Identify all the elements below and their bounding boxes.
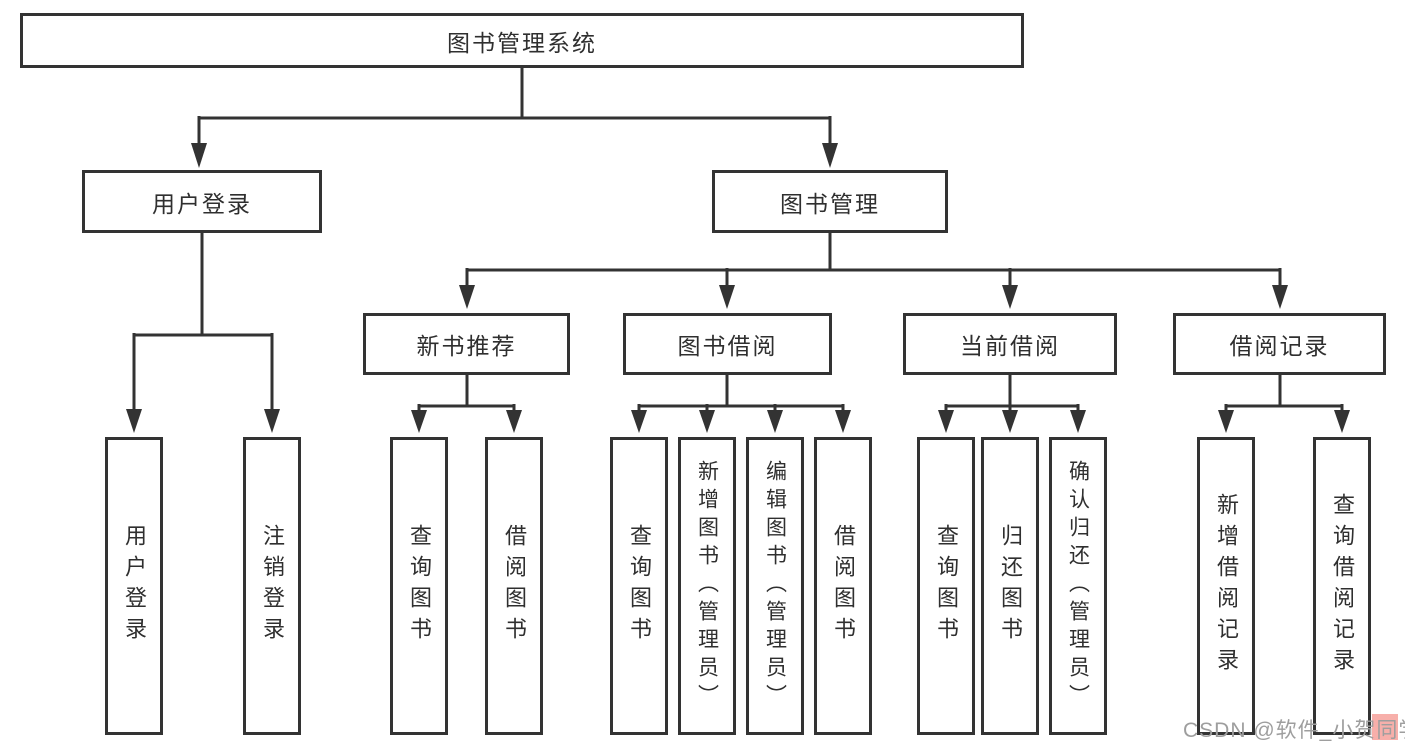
leaf-logout: 注销登录 [243,437,301,735]
node-borrow-records: 借阅记录 [1173,313,1386,375]
leaf-query-borrow-record: 查询借阅记录 [1313,437,1371,735]
leaf-return-books: 归还图书 [981,437,1039,735]
node-library-system: 图书管理系统 [20,13,1024,68]
leaf-label: 查询图书 [407,524,432,648]
leaf-label: 借阅图书 [831,524,856,648]
leaf-label: 归还图书 [998,524,1023,648]
connector-root-to-level2 [191,68,838,168]
node-new-book-recommend: 新书推荐 [363,313,570,375]
leaf-label: 用户登录 [122,524,147,648]
leaf-label: 确认归还（管理员） [1066,460,1090,712]
node-label: 图书借阅 [677,333,778,359]
leaf-user-login: 用户登录 [105,437,163,735]
leaf-edit-book-admin: 编辑图书（管理员） [746,437,804,735]
leaf-confirm-return-admin: 确认归还（管理员） [1049,437,1107,735]
node-label: 借阅记录 [1229,333,1330,359]
watermark: CSDN @软件_小贺同学 [1183,719,1405,742]
connector-borrow-to-leaves [631,375,851,433]
connector-mgmt-to-level3 [459,233,1288,309]
leaf-label: 新增图书（管理员） [695,460,719,712]
leaf-query-books-recommend: 查询图书 [390,437,448,735]
leaf-borrow-books: 借阅图书 [814,437,872,735]
leaf-label: 注销登录 [260,524,285,648]
node-label: 用户登录 [152,190,252,217]
leaf-query-books-borrow: 查询图书 [610,437,668,735]
leaf-borrow-books-recommend: 借阅图书 [485,437,543,735]
watermark-accent-block [1372,714,1398,740]
leaf-label: 查询图书 [627,524,652,648]
leaf-label: 新增借阅记录 [1214,493,1239,679]
connector-login-to-leaves [126,233,280,433]
leaf-query-books-current: 查询图书 [917,437,975,735]
node-book-borrow: 图书借阅 [623,313,832,375]
leaf-label: 查询借阅记录 [1330,493,1355,679]
node-current-borrow: 当前借阅 [903,313,1117,375]
node-label: 图书管理系统 [447,29,597,56]
node-label: 新书推荐 [416,333,517,359]
leaf-add-book-admin: 新增图书（管理员） [678,437,736,735]
node-label: 图书管理 [780,190,880,217]
node-user-login: 用户登录 [82,170,322,233]
leaf-label: 编辑图书（管理员） [763,460,787,712]
connector-current-to-leaves [938,375,1086,433]
leaf-label: 查询图书 [934,524,959,648]
leaf-add-borrow-record: 新增借阅记录 [1197,437,1255,735]
node-book-management: 图书管理 [712,170,948,233]
connector-records-to-leaves [1218,375,1350,433]
connector-recommend-to-leaves [411,375,522,433]
node-label: 当前借阅 [960,333,1060,359]
leaf-label: 借阅图书 [502,524,527,648]
